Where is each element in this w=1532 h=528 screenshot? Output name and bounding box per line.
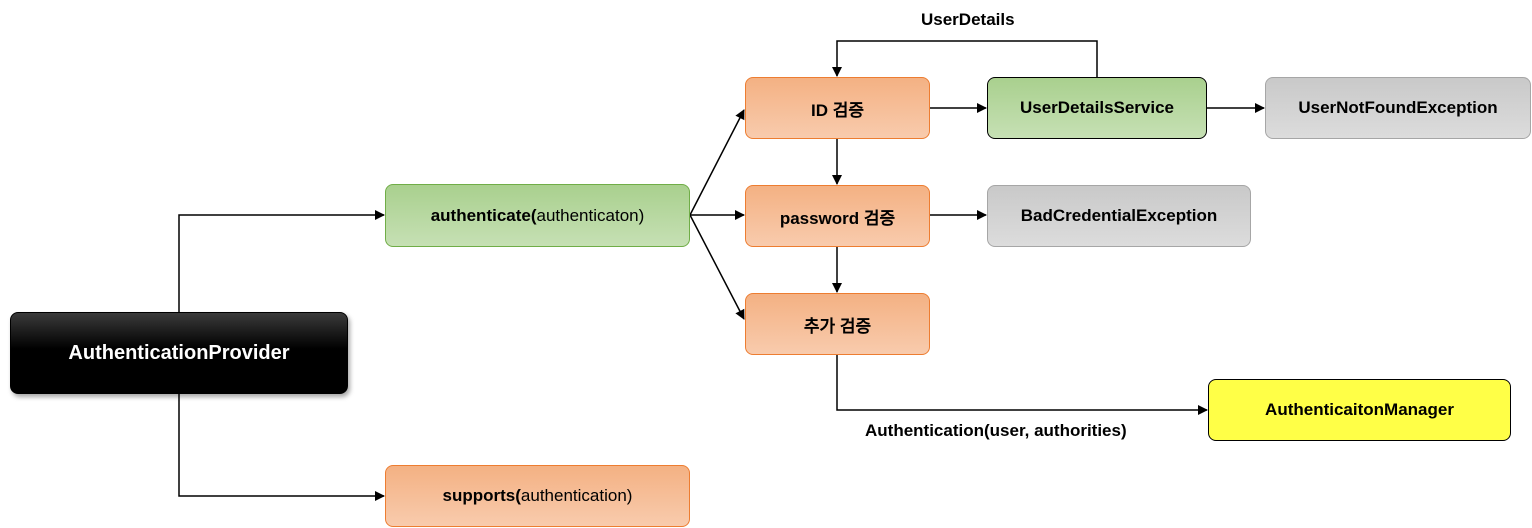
id-check-node: ID 검증	[745, 77, 930, 139]
password-check-label: password 검증	[779, 208, 896, 228]
extra-check-node: 추가 검증	[745, 293, 930, 355]
id-check-label: ID 검증	[810, 100, 864, 120]
edge-provider-supports	[178, 394, 385, 501]
authentication-provider-node: AuthenticationProvider	[10, 312, 348, 394]
authenticate-arg-label: authenticaton)	[536, 205, 645, 225]
authentication-provider-label: AuthenticationProvider	[68, 341, 290, 364]
authenticate-node: authenticate(authenticaton)	[385, 184, 690, 247]
edge-extra-manager	[836, 355, 1208, 415]
extra-check-label: 추가 검증	[803, 316, 872, 336]
password-check-node: password 검증	[745, 185, 930, 247]
edge-authenticate-id	[689, 109, 745, 216]
user-not-found-exception-label: UserNotFoundException	[1298, 98, 1498, 117]
edge-label-authentication-result: Authentication(user, authorities)	[865, 421, 1127, 440]
bad-credential-exception-label: BadCredentialException	[1020, 206, 1218, 225]
authentication-manager-label: AuthenticaitonManager	[1265, 400, 1454, 419]
edge-authenticate-extra	[689, 214, 745, 320]
edge-label-user-details: UserDetails	[921, 10, 1015, 29]
user-not-found-exception-node: UserNotFoundException	[1265, 77, 1531, 139]
authenticate-method-label: authenticate(	[430, 205, 537, 225]
edge-provider-authenticate	[178, 210, 385, 312]
edge-userdetailsservice-id	[832, 40, 1098, 77]
bad-credential-exception-node: BadCredentialException	[987, 185, 1251, 247]
supports-arg-label: authentication)	[520, 486, 633, 505]
user-details-service-node: UserDetailsService	[987, 77, 1207, 139]
authentication-manager-node: AuthenticaitonManager	[1208, 379, 1511, 441]
supports-node: supports(authentication)	[385, 465, 690, 527]
supports-method-label: supports(	[442, 486, 521, 505]
user-details-service-label: UserDetailsService	[1019, 98, 1175, 117]
